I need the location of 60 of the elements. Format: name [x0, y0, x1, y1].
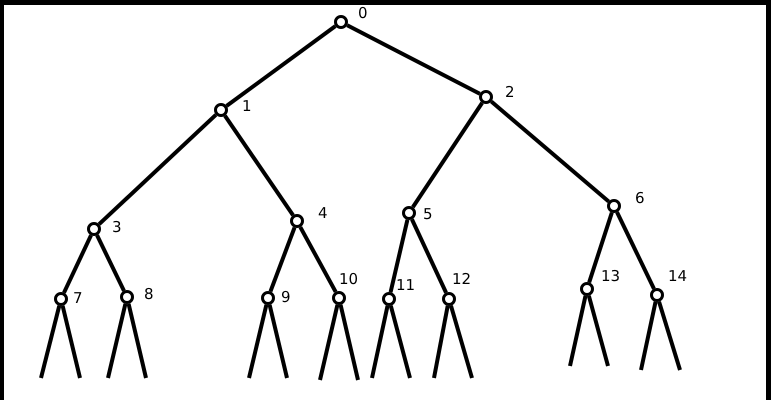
node-number: 5: [423, 207, 433, 222]
tree-edge: [225, 24, 337, 108]
node-number: 8: [144, 287, 154, 302]
tree-edge: [388, 219, 410, 293]
tree-node-circle: [120, 290, 134, 304]
tree-node-circle: [580, 282, 594, 296]
tree-edge: [615, 211, 656, 290]
node-number: 0: [358, 6, 368, 21]
tree-node-circle: [650, 288, 664, 302]
node-number: 3: [112, 220, 122, 235]
tree-edge: [370, 305, 390, 378]
tree-node-circle: [87, 222, 101, 236]
tree-edge: [411, 102, 484, 208]
tree-edge: [247, 304, 268, 378]
tree-node-circle: [334, 15, 348, 29]
tree-edge: [490, 100, 610, 203]
tree-edge: [388, 305, 412, 379]
tree-node-circle: [607, 199, 621, 213]
node-number: 10: [339, 272, 358, 287]
node-number: 12: [452, 272, 472, 287]
tree-edge: [338, 304, 360, 380]
tree-node-circle: [479, 90, 493, 104]
node-number: 2: [505, 85, 515, 100]
node-number: 1: [242, 99, 252, 114]
tree-edge: [587, 212, 614, 283]
node-number: 11: [396, 278, 416, 293]
tree-edge: [268, 304, 289, 378]
tree-edge: [346, 23, 481, 96]
node-number: 14: [668, 269, 688, 284]
tree-edge: [95, 234, 126, 292]
tree-node-circle: [382, 292, 396, 306]
tree-edge: [98, 113, 218, 226]
node-number: 4: [318, 206, 328, 221]
tree-edge: [639, 301, 658, 370]
tree-edge: [62, 234, 93, 294]
tree-node-circle: [332, 291, 346, 305]
tree-edge: [449, 305, 474, 379]
tree-edge: [298, 226, 338, 293]
tree-edge: [568, 295, 588, 366]
node-number: 9: [281, 290, 291, 305]
node-number: 13: [601, 269, 620, 284]
tree-edge: [39, 305, 62, 378]
tree-node-circle: [290, 214, 304, 228]
tree-edge: [223, 114, 295, 216]
tree-edge: [268, 226, 296, 292]
tree-edge: [60, 305, 82, 378]
tree-edge: [126, 303, 148, 378]
tree-edge: [318, 304, 340, 380]
tree-edge: [432, 306, 450, 378]
tree-node-circle: [442, 292, 456, 306]
tree-node-circle: [54, 292, 68, 306]
tree-node-circle: [402, 206, 416, 220]
tree-node-circle: [214, 103, 228, 117]
tree-edge: [657, 301, 682, 371]
tree-edge: [410, 218, 448, 294]
tree-node-circle: [261, 291, 275, 305]
node-number: 6: [635, 191, 645, 206]
tree-edge: [106, 303, 128, 378]
tree-edge: [586, 295, 610, 367]
node-number: 7: [73, 291, 83, 306]
